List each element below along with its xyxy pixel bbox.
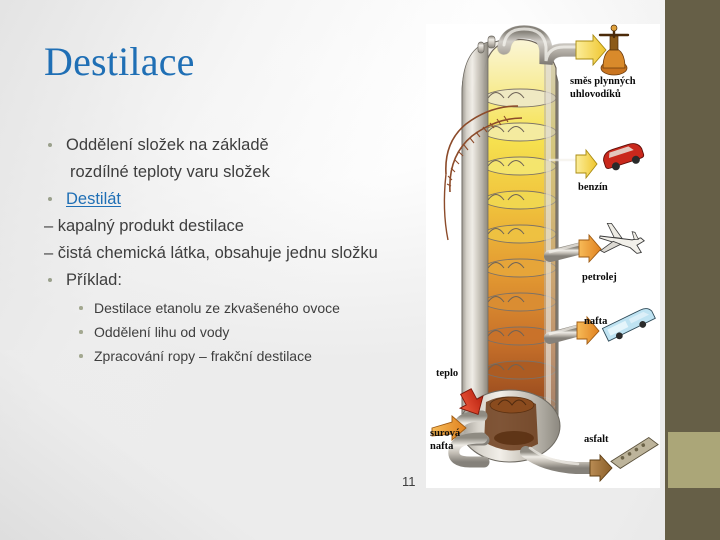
bullet-dot-icon xyxy=(48,197,52,201)
nafta-outlet-pipe xyxy=(544,324,586,344)
sub-bullet-item: Oddělení lihu od vody xyxy=(76,320,444,344)
bullet-dot-icon xyxy=(48,278,52,282)
bullet-item-3: Příklad: xyxy=(44,267,444,294)
bullet-item-1-label: Oddělení složek na základě xyxy=(66,136,269,154)
page-title: Destilace xyxy=(44,39,195,84)
sub-bullet-item: Zpracování ropy – frakční destilace xyxy=(76,344,444,368)
figure-label-benzin: benzín xyxy=(578,182,608,193)
nafta-arrow-icon xyxy=(576,315,600,346)
distillation-column-figure: směs plynných uhlovodíků benzín petrolej… xyxy=(426,24,660,488)
sub-bullet-item-label: Zpracování ropy – frakční destilace xyxy=(94,348,312,364)
bullet-item-2: Destilát xyxy=(44,186,444,213)
bullet-item-1-continuation: rozdílné teploty varu složek xyxy=(70,163,270,181)
figure-label-petrolej: petrolej xyxy=(582,272,617,283)
gas-outlet-pipe xyxy=(477,25,585,66)
bullet-dot-icon xyxy=(48,143,52,147)
crude-oil-arrow-icon xyxy=(431,415,467,441)
figure-label-nafta: nafta xyxy=(584,316,608,327)
decorative-band-light xyxy=(668,432,720,488)
road-icon xyxy=(610,436,659,469)
heat-arrow-icon xyxy=(458,388,484,416)
asfalt-outlet-pipe xyxy=(520,446,598,474)
petrolej-outlet-pipe xyxy=(544,242,588,262)
asfalt-arrow-icon xyxy=(589,453,613,483)
dash-item-2: – čistá chemická látka, obsahuje jednu s… xyxy=(44,244,378,262)
airplane-icon xyxy=(599,222,645,254)
benzin-outlet-pipe xyxy=(544,158,584,170)
gas-arrow-icon xyxy=(575,33,607,67)
dash-item-1: – kapalný produkt destilace xyxy=(44,217,244,235)
distillation-column-illustration xyxy=(426,24,660,488)
figure-label-gas: směs plynných uhlovodíků xyxy=(570,76,636,100)
figure-label-surova-nafta: surová nafta xyxy=(430,428,461,452)
column-ladder xyxy=(443,105,523,241)
destilat-hyperlink[interactable]: Destilát xyxy=(66,190,122,208)
bullet-dot-icon xyxy=(79,354,83,358)
bullet-dot-icon xyxy=(79,330,83,334)
benzin-arrow-icon xyxy=(575,148,598,180)
car-icon xyxy=(603,143,645,171)
bullet-item-3-label: Příklad: xyxy=(66,271,122,289)
figure-label-asfalt: asfalt xyxy=(584,434,609,445)
train-icon xyxy=(601,308,656,342)
body-content: Oddělení složek na základě rozdílné tepl… xyxy=(44,132,444,368)
slide-number: 11 xyxy=(402,474,416,489)
bullet-dot-icon xyxy=(79,306,83,310)
petrolej-arrow-icon xyxy=(578,233,602,264)
sub-bullet-item: Destilace etanolu ze zkvašeného ovoce xyxy=(76,296,444,320)
bullet-item-1: Oddělení složek na základě xyxy=(44,132,444,159)
sub-bullet-item-label: Oddělení lihu od vody xyxy=(94,324,230,340)
figure-label-teplo: teplo xyxy=(436,368,459,379)
sub-bullet-item-label: Destilace etanolu ze zkvašeného ovoce xyxy=(94,300,340,316)
sub-bullet-list: Destilace etanolu ze zkvašeného ovoce Od… xyxy=(44,296,444,368)
slide-background-corner-shade xyxy=(0,350,330,540)
gas-burner-icon xyxy=(598,24,630,76)
